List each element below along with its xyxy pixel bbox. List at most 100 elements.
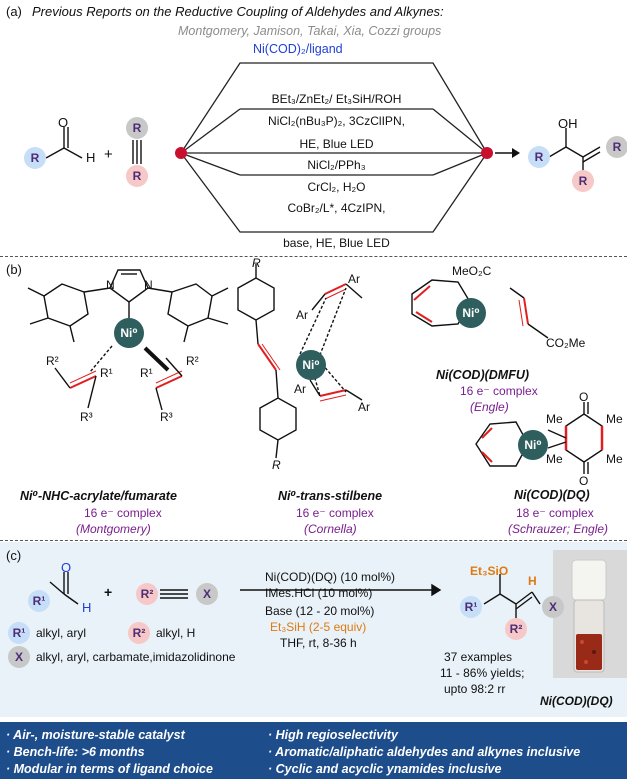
section-c-label: (c) [6, 548, 22, 563]
legend-r2-def: alkyl, H [156, 626, 196, 640]
reaction-scheme-a [45, 62, 601, 233]
aldehyde-hydrogen: H [86, 150, 96, 165]
c1-r1-left: R¹ [100, 366, 113, 380]
divider-a-b [0, 256, 627, 257]
c-yields: 11 - 86% yields; [440, 666, 525, 680]
c1-electron-count: 16 e⁻ complex [84, 506, 162, 520]
condition-base-he-led: base, HE, Blue LED [283, 236, 390, 250]
groups-credit: Montgomery, Jamison, Takai, Xia, Cozzi g… [178, 24, 442, 38]
c-product-r2: R² [505, 618, 527, 640]
section-a-label: (a) [6, 4, 22, 19]
ni-center-complex2: Ni⁰ [296, 350, 326, 380]
c2-r-bottom: R [272, 458, 281, 472]
c4-me-4: Me [606, 452, 623, 466]
c-examples: 37 examples [444, 650, 513, 664]
feature-left-3: · Modular in terms of ligand choice [6, 762, 213, 776]
c-condition-catalyst: Ni(COD)(DQ) (10 mol%) [265, 570, 395, 584]
c2-electron-count: 16 e⁻ complex [296, 506, 374, 520]
feature-left-2: · Bench-life: >6 months [6, 745, 145, 759]
section-a-title: Previous Reports on the Reductive Coupli… [32, 4, 444, 19]
ni-center-complex4: Ni⁰ [518, 430, 548, 460]
c4-electron-count: 18 e⁻ complex [516, 506, 594, 520]
c4-name: Ni(COD)(DQ) [514, 488, 590, 502]
c3-meo2c: MeO₂C [452, 264, 492, 278]
c3-name: Ni(COD)(DMFU) [436, 368, 530, 382]
c-condition-solvent: THF, rt, 8-36 h [280, 636, 357, 650]
product-r-bottom: R [572, 170, 594, 192]
c1-name: Ni⁰-NHC-acrylate/fumarate [20, 489, 177, 503]
product-r-left: R [528, 146, 550, 168]
c4-me-1: Me [546, 412, 563, 426]
c2-ar-2: Ar [296, 308, 308, 322]
c2-ar-4: Ar [358, 400, 370, 414]
condition-nicl2-pph3: NiCl₂/PPh₃ [307, 158, 366, 172]
c-r2-circle: R² [136, 583, 158, 605]
legend-r1-circle: R¹ [8, 622, 30, 644]
vial-label: Ni(COD)(DQ) [540, 694, 613, 708]
c-condition-base: Base (12 - 20 mol%) [265, 604, 375, 618]
c3-ref: (Engle) [470, 400, 509, 414]
acrylate-ligands [54, 345, 183, 411]
aldehyde-oxygen: O [58, 115, 69, 130]
product-r-right: R [606, 136, 627, 158]
alkyne-r-bottom: R [126, 165, 148, 187]
c-x-circle: X [196, 583, 218, 605]
c1-ref: (Montgomery) [76, 522, 151, 536]
c-condition-silane: Et₃SiH (2-5 equiv) [270, 620, 367, 634]
condition-cobalt: CoBr₂/L*, 4CzIPN, [287, 201, 386, 215]
section-b-label: (b) [6, 262, 22, 277]
vial-photo [553, 550, 627, 678]
c-r1-circle: R¹ [28, 590, 50, 612]
legend-r1-def: alkyl, aryl [36, 626, 87, 640]
feature-right-1: · High regioselectivity [268, 728, 398, 742]
divider-b-c [0, 540, 627, 541]
legend-x-def: alkyl, aryl, carbamate,imidazolidinone [36, 650, 236, 664]
product-oh: OH [558, 116, 578, 131]
c-product-silyl-ether: Et₃SiO [470, 564, 509, 578]
c-rr: upto 98:2 rr [444, 682, 506, 696]
complex-structures [27, 264, 604, 474]
nhc-ligand [27, 269, 229, 343]
c2-r-top: R [252, 256, 261, 270]
c4-me-3: Me [546, 452, 563, 466]
c4-me-2: Me [606, 412, 623, 426]
c2-ar-1: Ar [348, 272, 360, 286]
alkyne-structure [132, 140, 142, 164]
c-aldehyde-o: O [61, 560, 72, 575]
nhc-n-left: N [106, 278, 115, 292]
c-product-h: H [528, 574, 537, 588]
condition-boron-zinc: BEt₃/ZnEt₂/ Et₃SiH/ROH [271, 92, 402, 106]
condition-crcl2: CrCl₂, H₂O [307, 180, 366, 194]
feature-left-1: · Air-, moisture-stable catalyst [6, 728, 185, 742]
product-allylic-alcohol [548, 128, 601, 172]
feature-right-3: · Cyclic and acyclic ynamides inclusive [268, 762, 502, 776]
c-product-r1: R¹ [460, 596, 482, 618]
alkyne-r-top: R [126, 117, 148, 139]
ni-center-complex1: Ni⁰ [114, 318, 144, 348]
c1-r2-left: R² [46, 354, 59, 368]
legend-x-circle: X [8, 646, 30, 668]
stilbene-ligands [237, 264, 363, 459]
legend-r2-circle: R² [128, 622, 150, 644]
c1-r3-left: R³ [80, 410, 93, 424]
c2-name: Ni⁰-trans-stilbene [278, 489, 383, 503]
c3-electron-count: 16 e⁻ complex [460, 384, 538, 398]
c-aldehyde-h: H [82, 600, 92, 615]
c-product-x: X [542, 596, 564, 618]
c2-ref: (Cornella) [304, 522, 357, 536]
c1-r3-right: R³ [160, 410, 173, 424]
ni-center-complex3: Ni⁰ [456, 298, 486, 328]
c4-ref: (Schrauzer; Engle) [508, 522, 609, 536]
c4-o-top: O [579, 390, 589, 404]
aldehyde-r-group: R [24, 147, 46, 169]
c-condition-ligand: IMes.HCl (10 mol%) [265, 586, 373, 600]
c3-co2me: CO₂Me [546, 336, 586, 350]
condition-ni-cod-ligand: Ni(COD)₂/ligand [253, 42, 343, 56]
plus-sign: + [104, 146, 113, 163]
c2-ar-3: Ar [294, 382, 306, 396]
c4-o-bottom: O [579, 474, 589, 488]
feature-right-2: · Aromatic/aliphatic aldehydes and alkyn… [268, 745, 581, 759]
end-node [481, 147, 493, 159]
aldehyde-structure [45, 127, 83, 159]
branch-lines [180, 62, 488, 233]
